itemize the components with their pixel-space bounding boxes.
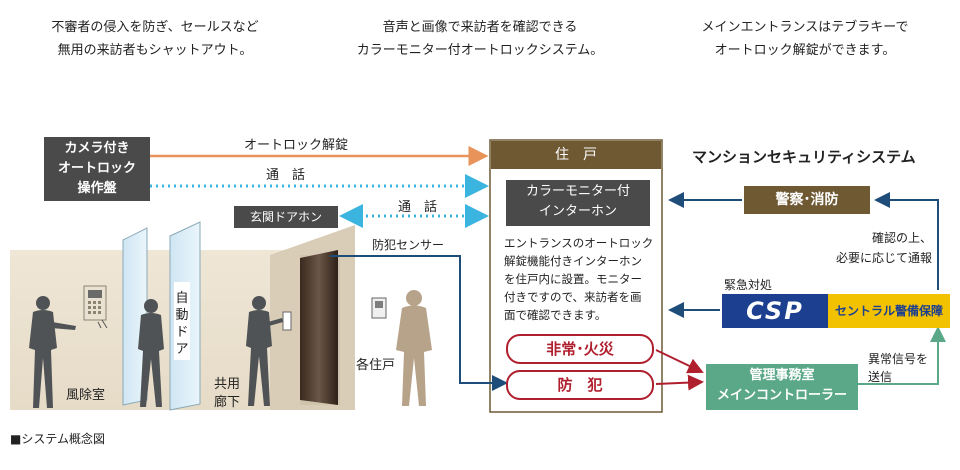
- csp-logo-box: [722, 294, 828, 328]
- visitor-silhouette-3: [246, 296, 283, 406]
- sensor-label: 防犯センサー: [372, 238, 445, 252]
- call-label-1: 通 話: [266, 168, 306, 183]
- auto-door-label-bg: [174, 282, 190, 360]
- csp-to-police-arrow: [874, 192, 939, 290]
- figure-caption: ■システム概念図: [10, 432, 105, 446]
- camera-panel-label: カメラ付きオートロック操作盤: [44, 137, 150, 201]
- csp-company-box: [828, 294, 950, 328]
- each-dwelling-label: 各住戸: [356, 358, 396, 373]
- caption-main-entrance: メインエントランスはテブラキーでオートロック解錠ができます。: [701, 20, 909, 58]
- windbreak-room-label: 風除室: [66, 388, 106, 403]
- security-system-title: マンションセキュリティシステム: [692, 148, 916, 166]
- fire-signal-line: [655, 349, 704, 374]
- caption-monitor-system: 音声と画像で来訪者を確認できるカラーモニター付オートロックシステム。: [356, 20, 604, 58]
- csp-company-name: セントラル警備保障: [834, 304, 943, 318]
- police-fire-box: 警察･消防: [744, 186, 870, 214]
- dwelling-title: 住 戸: [491, 141, 661, 169]
- csp-logo: CSP: [746, 297, 804, 325]
- dwelling-door: [300, 250, 338, 405]
- sensor-line: [330, 255, 508, 391]
- resident-silhouette: [396, 290, 432, 406]
- caption-intrusion: 不審者の侵入を防ぎ、セールスなど無用の来訪者もシャットアウト。: [51, 20, 259, 58]
- abnormal-signal-label: 異常信号を送信: [868, 352, 929, 384]
- entrance-intercom-label: 玄関ドアホン: [234, 206, 338, 228]
- emergency-fire-pill: 非常･火災: [506, 334, 654, 364]
- crime-signal-line: [655, 374, 704, 391]
- monitor-intercom-box: カラーモニター付インターホン: [506, 180, 650, 226]
- door-intercom-device: [282, 311, 292, 331]
- signal-waves-icon: [97, 319, 108, 329]
- visitor-silhouette-1: [29, 296, 76, 408]
- glass-door-left: [122, 227, 148, 406]
- camera-panel-screen: [88, 290, 102, 298]
- indoor-monitor-screen: [375, 301, 383, 308]
- emergency-response-label: 緊急対処: [724, 278, 773, 292]
- management-office-box: 管理事務室メインコントローラー: [706, 364, 858, 410]
- crime-prevention-pill: 防 犯: [506, 370, 654, 400]
- common-corridor-label: 共用廊下: [214, 377, 241, 410]
- unlock-label: オートロック解錠: [244, 138, 349, 153]
- abnormal-signal-line: [858, 326, 946, 385]
- auto-door-label: 自動ドア: [175, 291, 189, 357]
- camera-panel-keys: [88, 301, 101, 314]
- dwelling-description: エントランスのオートロック 解錠機能付きインターホン を住戸内に設置。モニター …: [504, 236, 654, 322]
- confirm-note: 確認の上、必要に応じて通報: [835, 231, 932, 265]
- visitor-silhouette-2: [138, 299, 164, 407]
- call-label-2: 通 話: [398, 200, 438, 215]
